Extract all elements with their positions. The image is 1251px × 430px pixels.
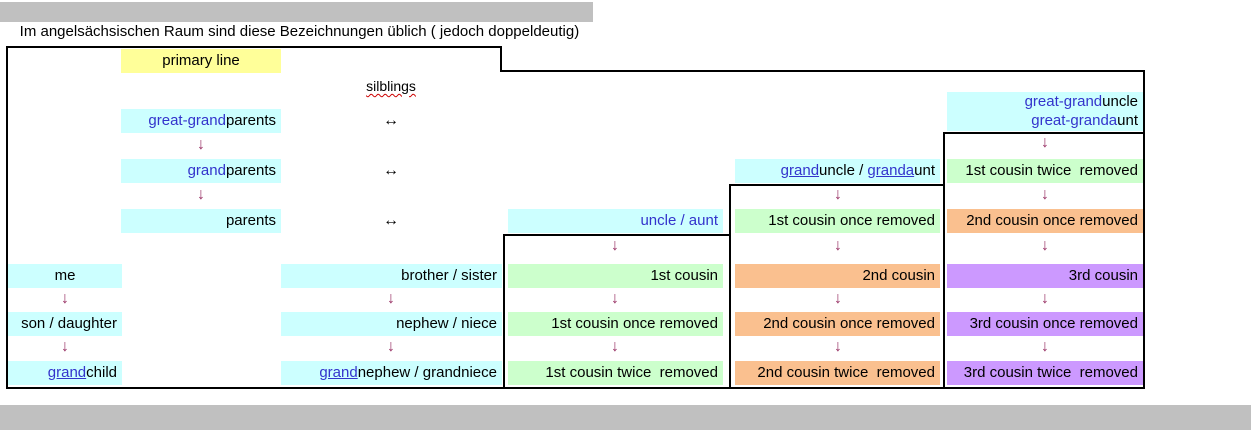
- label-text: primary line: [162, 52, 240, 69]
- down-arrow-icon: ↓: [61, 290, 69, 307]
- label-text: 1st cousin once removed: [551, 315, 718, 332]
- box-second-cousin-once-removed-upper: 2nd cousin once removed: [947, 209, 1143, 233]
- label-text: parents: [225, 212, 276, 229]
- down-arrow-icon: ↓: [61, 338, 69, 355]
- label-text: grand: [47, 364, 87, 381]
- box-second-cousin-twice-removed: 2nd cousin twice removed: [735, 361, 940, 385]
- border-line: [943, 132, 1145, 134]
- down-arrow-icon: ↓: [611, 290, 619, 307]
- box-first-cousin-twice-removed-upper: 1st cousin twice removed: [947, 159, 1143, 183]
- down-arrow-icon: ↓: [1041, 338, 1049, 355]
- down-arrow-icon: ↓: [387, 338, 395, 355]
- border-line: [1143, 70, 1145, 389]
- box-great-grandparents: great-grandparents: [121, 109, 281, 133]
- down-arrow-icon: ↓: [834, 290, 842, 307]
- box-second-cousin-once-removed: 2nd cousin once removed: [735, 312, 940, 336]
- header-title: Im angelsächsischen Raum sind diese Beze…: [19, 23, 580, 40]
- box-grandchild: grandchild: [8, 361, 122, 385]
- bottom-gray-bar: [0, 405, 1251, 430]
- border-line: [6, 387, 1145, 389]
- border-line: [729, 184, 731, 389]
- label-text: child: [86, 364, 117, 381]
- down-arrow-icon: ↓: [611, 237, 619, 254]
- box-son-daughter: son / daughter: [8, 312, 122, 336]
- label-text: 2nd cousin once removed: [966, 212, 1138, 229]
- box-third-cousin-once-removed: 3rd cousin once removed: [947, 312, 1143, 336]
- box-second-cousin: 2nd cousin: [735, 264, 940, 288]
- down-arrow-icon: ↓: [834, 186, 842, 203]
- border-line: [500, 70, 1145, 72]
- label-text: unt: [914, 162, 935, 179]
- label-text: 1st cousin: [650, 267, 718, 284]
- label-text: 1st cousin once removed: [768, 212, 935, 229]
- border-line: [729, 184, 945, 186]
- sideways-arrow-icon: ↔: [383, 162, 399, 179]
- siblings-label: silblings: [366, 78, 416, 94]
- box-first-cousin-once-removed-upper: 1st cousin once removed: [735, 209, 940, 233]
- down-arrow-icon: ↓: [1041, 134, 1049, 151]
- box-uncle-aunt: uncle / aunt: [508, 209, 723, 233]
- box-great-granduncle-great-grandaunt: great-granduncle great-grandaunt: [947, 92, 1143, 131]
- label-text: uncle / aunt: [640, 212, 718, 229]
- header-title-bar: Im angelsächsischen Raum sind diese Beze…: [0, 2, 593, 40]
- label-text: granda: [867, 162, 915, 179]
- box-granduncle-grandaunt: granduncle / grandaunt: [735, 159, 940, 183]
- box-third-cousin-twice-removed: 3rd cousin twice removed: [947, 361, 1143, 385]
- border-line: [6, 46, 502, 48]
- label-text: me: [54, 267, 76, 284]
- label-text: great-grand: [148, 112, 226, 129]
- label-text: 3rd cousin once removed: [969, 315, 1138, 332]
- border-line: [6, 46, 8, 389]
- label-text: uncle /: [819, 162, 868, 179]
- box-grandnephew-grandniece: grandnephew / grandniece: [281, 361, 502, 385]
- label-text: nephew / grandniece: [357, 364, 497, 381]
- box-me: me: [8, 264, 122, 288]
- box-first-cousin-twice-removed: 1st cousin twice removed: [508, 361, 723, 385]
- label-text: great-grand: [1024, 93, 1103, 110]
- label-text: nephew / niece: [396, 315, 497, 332]
- box-primary-line: primary line: [121, 49, 281, 73]
- down-arrow-icon: ↓: [834, 338, 842, 355]
- box-parents: parents: [121, 209, 281, 233]
- label-text: 3rd cousin twice removed: [963, 364, 1138, 381]
- down-arrow-icon: ↓: [197, 136, 205, 153]
- label-text: uncle: [1102, 93, 1138, 110]
- label-text: grand: [780, 162, 820, 179]
- label-text: great-granda: [1031, 112, 1118, 129]
- label-text: parents: [225, 112, 276, 129]
- label-text: 2nd cousin twice removed: [757, 364, 935, 381]
- down-arrow-icon: ↓: [387, 290, 395, 307]
- label-text: son / daughter: [21, 315, 117, 332]
- box-first-cousin: 1st cousin: [508, 264, 723, 288]
- label-text: grand: [187, 162, 226, 179]
- box-nephew-niece: nephew / niece: [281, 312, 502, 336]
- box-third-cousin: 3rd cousin: [947, 264, 1143, 288]
- down-arrow-icon: ↓: [611, 338, 619, 355]
- box-brother-sister: brother / sister: [281, 264, 502, 288]
- label-text: 1st cousin twice removed: [545, 364, 718, 381]
- label-text: grand: [319, 364, 358, 381]
- label-text: parents: [225, 162, 276, 179]
- border-line: [500, 46, 502, 72]
- label-text: brother / sister: [401, 267, 497, 284]
- label-text: 2nd cousin: [862, 267, 935, 284]
- label-text: 1st cousin twice removed: [965, 162, 1138, 179]
- down-arrow-icon: ↓: [1041, 237, 1049, 254]
- down-arrow-icon: ↓: [197, 186, 205, 203]
- label-text: unt: [1117, 112, 1138, 129]
- label-text: 3rd cousin: [1068, 267, 1138, 284]
- box-grandparents: grandparents: [121, 159, 281, 183]
- label-text: 2nd cousin once removed: [763, 315, 935, 332]
- sideways-arrow-icon: ↔: [383, 212, 399, 229]
- border-line: [943, 132, 945, 389]
- border-line: [503, 234, 731, 236]
- down-arrow-icon: ↓: [1041, 186, 1049, 203]
- border-line: [503, 234, 505, 389]
- down-arrow-icon: ↓: [1041, 290, 1049, 307]
- box-first-cousin-once-removed: 1st cousin once removed: [508, 312, 723, 336]
- down-arrow-icon: ↓: [834, 237, 842, 254]
- sideways-arrow-icon: ↔: [383, 112, 399, 129]
